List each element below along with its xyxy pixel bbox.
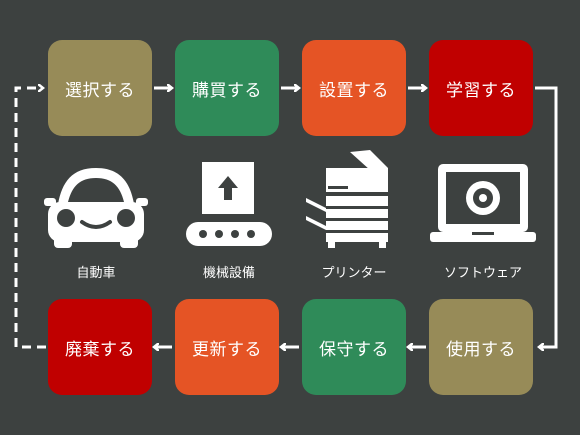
laptop-disc-icon bbox=[430, 164, 536, 242]
step-dispose: 廃棄する bbox=[48, 299, 152, 395]
product-label-printer: プリンター bbox=[321, 266, 387, 281]
step-buy: 購買する bbox=[175, 40, 279, 136]
step-maintain: 保守する bbox=[302, 299, 406, 395]
product-label-software: ソフトウェア bbox=[443, 266, 522, 281]
printer-icon bbox=[306, 150, 388, 248]
product-label-car: 自動車 bbox=[76, 266, 116, 281]
step-update: 更新する bbox=[175, 299, 279, 395]
step-install: 設置する bbox=[302, 40, 406, 136]
step-learn: 学習する bbox=[429, 40, 533, 136]
conveyor-machine-icon bbox=[186, 162, 272, 246]
car-icon bbox=[44, 168, 148, 248]
product-label-machinery: 機械設備 bbox=[202, 266, 255, 281]
step-use: 使用する bbox=[429, 299, 533, 395]
arrow-learn-to-use bbox=[535, 86, 558, 347]
step-select: 選択する bbox=[48, 40, 152, 136]
arrow-dispose-to-select bbox=[14, 88, 46, 349]
